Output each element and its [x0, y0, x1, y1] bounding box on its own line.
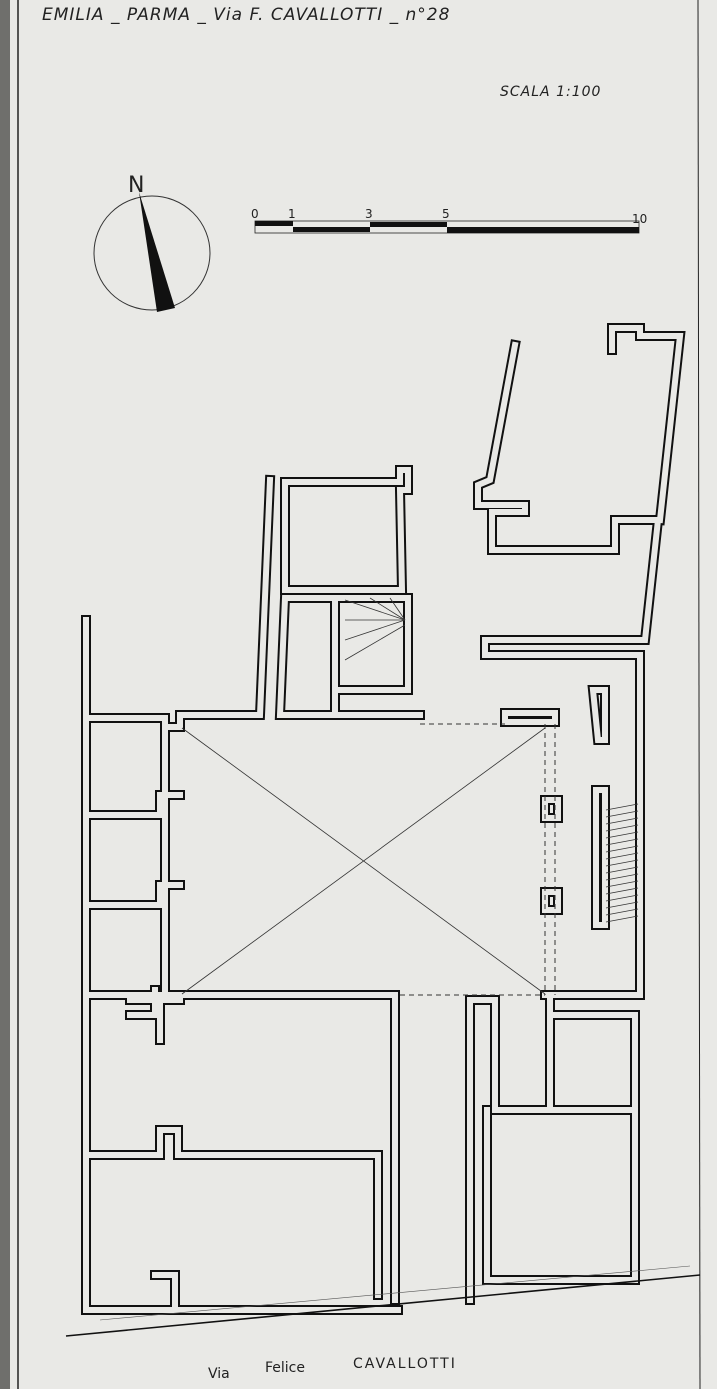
wall-segment: [484, 1107, 638, 1283]
wall-segment: [83, 882, 183, 908]
stair-tread: [605, 859, 639, 867]
wall-segment: [609, 325, 684, 524]
wall-segment: [83, 792, 183, 818]
wall-segment: [127, 987, 163, 1043]
wall-segment: [152, 1272, 178, 1313]
wall-segment: [550, 1010, 640, 1115]
stair-tread: [605, 901, 639, 909]
staircase-left: [344, 597, 406, 661]
wall-segment: [337, 595, 411, 693]
wall-segment: [502, 710, 558, 725]
wall-segment: [81, 474, 276, 732]
stair-tread: [605, 824, 639, 832]
wall-segment: [475, 341, 662, 998]
street-label-cavallotti: CAVALLOTTI: [353, 1356, 457, 1372]
scale-tick-0: 0: [251, 207, 259, 221]
stair-tread: [605, 915, 639, 923]
stair-tread: [605, 866, 639, 874]
scale-tick-5: 5: [442, 207, 450, 221]
wall-segment: [274, 593, 340, 720]
north-arrow-icon: N: [93, 173, 211, 312]
street-label-via: Via: [208, 1366, 230, 1382]
wall-segment: [276, 595, 338, 718]
wall-segment: [83, 476, 274, 730]
wall-segment: [542, 889, 561, 913]
street-edge-line: [65, 1274, 701, 1337]
wall-segment: [125, 990, 400, 1305]
wall-segment: [83, 1127, 381, 1298]
stair-tread: [605, 838, 639, 846]
courtyard: [181, 723, 556, 996]
wall-segment: [280, 465, 413, 595]
stair-tread: [605, 887, 639, 895]
stair-tread: [605, 845, 639, 853]
stair-tread: [605, 817, 639, 825]
stair-tread: [605, 831, 639, 839]
wall-segment: [335, 593, 413, 695]
stair-tread: [605, 908, 639, 916]
wall-segment: [127, 992, 398, 1303]
wall-segment: [83, 992, 401, 1313]
plan-title: EMILIA _ PARMA _ Via F. CAVALLOTTI _ n°2…: [42, 5, 450, 25]
scale-tick-3: 3: [365, 207, 373, 221]
stair-tread: [605, 852, 639, 860]
scale-tick-1: 1: [288, 207, 296, 221]
frame-right-line: [697, 0, 701, 1389]
stair-tread: [605, 810, 639, 818]
stair-tread: [605, 803, 639, 811]
scale-tick-10: 10: [632, 212, 647, 226]
scale-bar: 0 1 3 5 10: [251, 207, 647, 234]
scale-label: SCALA 1:100: [500, 84, 601, 100]
building-walls: [81, 323, 686, 1315]
wall-segment: [593, 787, 608, 928]
facade-line: [99, 1265, 691, 1321]
north-label: N: [128, 173, 144, 198]
wall-segment: [282, 467, 411, 593]
wall-segment: [552, 1012, 638, 1113]
left-edge-shadow: [0, 0, 10, 1389]
wall-segment: [473, 339, 664, 1000]
wall-segment: [467, 997, 553, 1303]
stair-tread: [605, 873, 639, 881]
wall-segment: [542, 797, 561, 821]
staircase-right: [605, 803, 639, 923]
wall-segment: [482, 1105, 640, 1285]
wall-segment: [589, 687, 608, 743]
stair-tread: [605, 880, 639, 888]
street-label-felice: Felice: [265, 1360, 305, 1376]
street-label: Via Felice CAVALLOTTI: [208, 1356, 457, 1382]
stair-tread: [605, 894, 639, 902]
